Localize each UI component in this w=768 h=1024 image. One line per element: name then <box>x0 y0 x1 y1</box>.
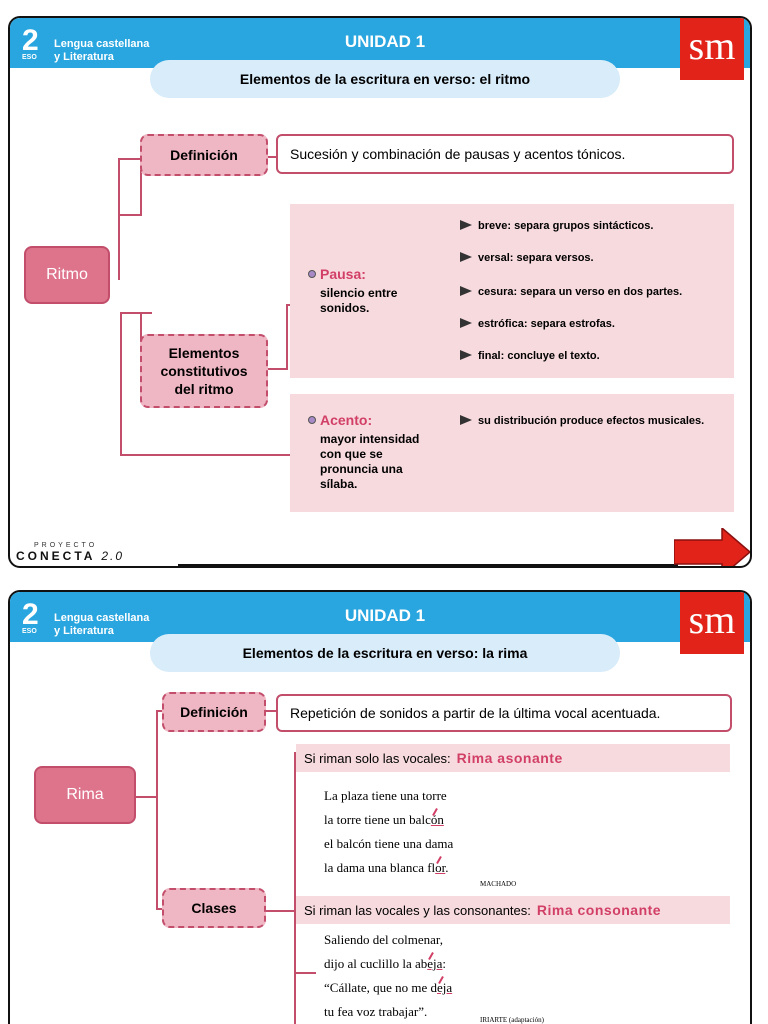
clases-node: Clases <box>162 888 266 928</box>
connector-line <box>294 752 296 1024</box>
connector-line <box>120 312 122 456</box>
connector-line <box>118 158 120 280</box>
connector-line <box>294 972 316 974</box>
arrow-bullet-icon <box>460 220 472 230</box>
acento-panel: Acento: mayor intensidad con que se pron… <box>290 394 734 512</box>
connector-line <box>286 304 288 370</box>
connector-line <box>156 908 162 910</box>
course-number: 2 <box>22 24 39 57</box>
proyecto-conecta-logo: PROYECTO CONECTA 2.0 <box>16 542 125 563</box>
pausa-item: estrófica: separa estrofas. <box>460 318 615 330</box>
header-bar: 2 ESO Lengua castellana y Literatura UNI… <box>10 18 750 68</box>
root-node-rima: Rima <box>34 766 136 824</box>
asonante-row: Si riman solo las vocales:Rima asonante <box>296 744 730 772</box>
pausa-item: final: concluye el texto. <box>460 350 600 362</box>
sm-logo: sm <box>680 18 744 80</box>
header-bar: 2 ESO Lengua castellana y Literatura UNI… <box>10 592 750 642</box>
connector-line <box>120 312 152 314</box>
poem-author: MACHADO <box>480 880 517 888</box>
root-node-ritmo: Ritmo <box>24 246 110 304</box>
pausa-item: cesura: separa un verso en dos partes. <box>460 286 682 298</box>
subject-label: Lengua castellana y Literatura <box>54 612 150 637</box>
consonante-row: Si riman las vocales y las consonantes:R… <box>296 896 730 924</box>
unit-title: UNIDAD 1 <box>344 606 426 625</box>
definition-text: Sucesión y combinación de pausas y acent… <box>276 134 734 174</box>
course-number: 2 <box>22 598 39 631</box>
pausa-item: versal: separa versos. <box>460 252 594 264</box>
connector-line <box>120 454 292 456</box>
connector-line <box>118 158 142 160</box>
pausa-panel: Pausa: silencio entre sonidos. breve: se… <box>290 204 734 378</box>
asonante-poem: La plaza tiene una torre la torre tiene … <box>324 788 454 875</box>
arrow-bullet-icon <box>460 350 472 360</box>
connector-line <box>268 368 288 370</box>
course-level: ESO <box>22 628 37 635</box>
connector-line <box>266 710 278 712</box>
acento-title: Acento: <box>308 412 372 428</box>
slide-ritmo: 2 ESO Lengua castellana y Literatura UNI… <box>8 16 752 568</box>
unit-title: UNIDAD 1 <box>344 32 426 51</box>
consonante-poem: Saliendo del colmenar, dijo al cuclillo … <box>324 932 453 1019</box>
definition-node: Definición <box>140 134 268 176</box>
connector-line <box>136 796 158 798</box>
connector-line <box>156 710 162 712</box>
acento-item: su distribución produce efectos musicale… <box>460 414 720 428</box>
course-level: ESO <box>22 54 37 61</box>
bullet-icon <box>308 416 316 424</box>
connector-line <box>118 214 140 216</box>
connector-line <box>266 156 280 158</box>
arrow-bullet-icon <box>460 286 472 296</box>
arrow-bullet-icon <box>460 252 472 262</box>
sm-logo: sm <box>680 592 744 654</box>
pausa-item: breve: separa grupos sintácticos. <box>460 220 653 232</box>
pausa-title: Pausa: <box>308 266 366 282</box>
definition-node: Definición <box>162 692 266 732</box>
connector-line <box>140 312 142 358</box>
connector-line <box>156 710 158 910</box>
definition-text: Repetición de sonidos a partir de la últ… <box>276 694 732 732</box>
subject-label: Lengua castellana y Literatura <box>54 38 150 63</box>
slide-title: Elementos de la escritura en verso: el r… <box>150 60 620 98</box>
bullet-icon <box>308 270 316 278</box>
connector-line <box>266 910 296 912</box>
acento-description: mayor intensidad con que se pronuncia un… <box>320 432 420 491</box>
slide-title: Elementos de la escritura en verso: la r… <box>150 634 620 672</box>
pausa-description: silencio entre sonidos. <box>320 286 398 315</box>
footer-line <box>178 564 678 566</box>
arrow-bullet-icon <box>460 318 472 328</box>
arrow-bullet-icon <box>460 415 472 425</box>
elements-node: Elementos constitutivos del ritmo <box>140 334 268 408</box>
next-arrow-icon[interactable] <box>674 528 750 568</box>
connector-line <box>286 304 292 306</box>
slide-rima: 2 ESO Lengua castellana y Literatura UNI… <box>8 590 752 1024</box>
connector-line <box>140 170 142 216</box>
poem-author: IRIARTE (adaptación) <box>480 1016 544 1024</box>
